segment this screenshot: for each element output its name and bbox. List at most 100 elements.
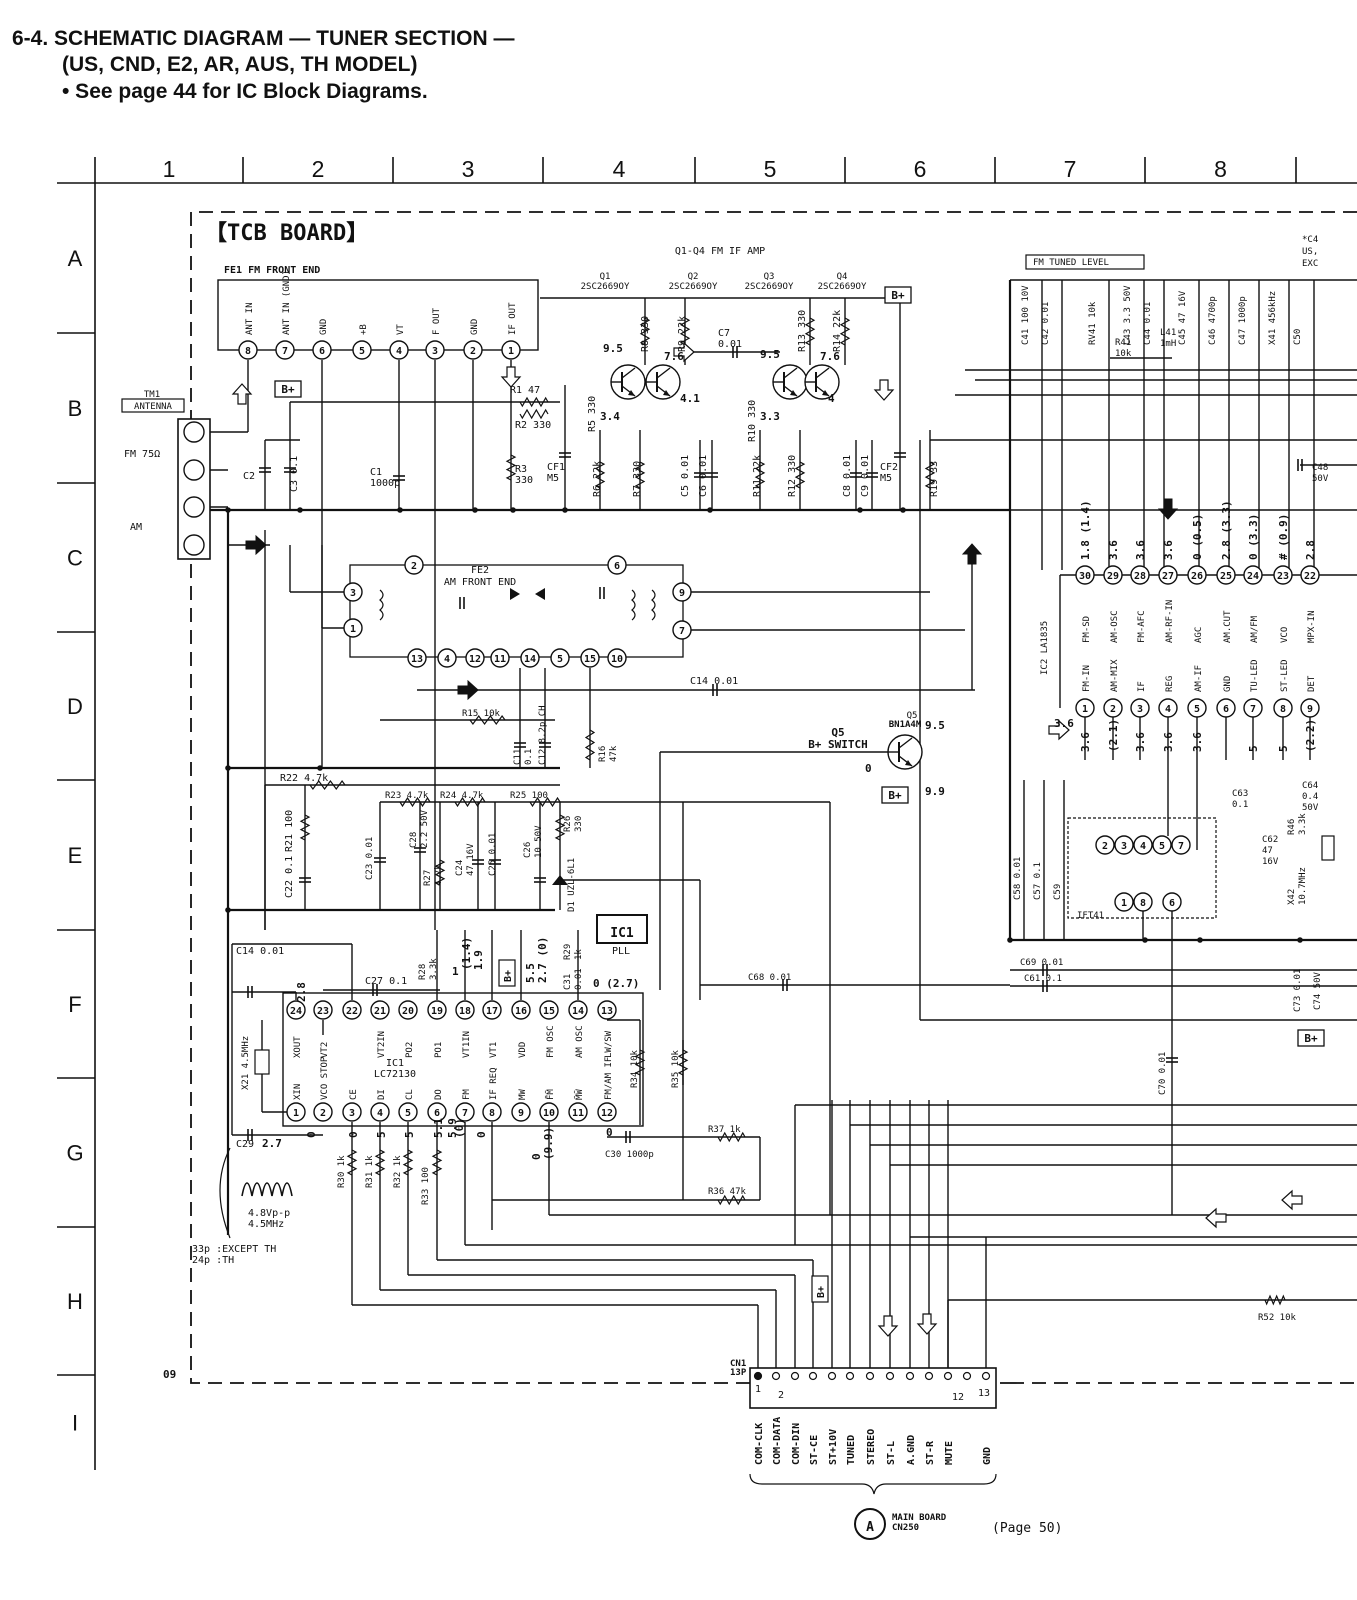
comp-label: C3 0.1 <box>289 456 300 492</box>
signal-arrow-icon <box>1281 1189 1303 1211</box>
ic2-pin: 8 <box>1273 698 1293 718</box>
grid-row-label: E <box>68 843 83 868</box>
resistor-symbol <box>519 396 549 408</box>
voltage-label: 7.6 <box>664 350 684 363</box>
comp-label: C73 0.01 <box>1293 969 1303 1012</box>
voltage-label: 3.6 <box>1162 732 1175 752</box>
resistor-symbol <box>717 1194 746 1206</box>
ic2-pin-name: AM/FM <box>1250 615 1260 643</box>
pin-circle <box>313 1102 333 1122</box>
varactor-diode-icon <box>510 588 520 600</box>
fe2-pin: 13 <box>407 648 427 668</box>
resistor-symbol <box>374 1149 386 1176</box>
pin-number: 12 <box>601 1108 613 1119</box>
resistor-symbol <box>639 317 651 346</box>
ic2-pin: 7 <box>1243 698 1263 718</box>
comp-label: C47 1000p <box>1238 296 1248 345</box>
cn1-pin-name: COM-DATA <box>772 1417 783 1465</box>
pin-circle <box>511 1000 531 1020</box>
pin-number: 11 <box>572 1108 584 1119</box>
comp-label: R31 1k <box>365 1155 375 1188</box>
transistor-lead <box>656 367 671 379</box>
coil-symbol <box>379 589 384 621</box>
ic1-pin-name: DI <box>377 1089 387 1100</box>
pin-number: 3 <box>350 588 356 599</box>
fe1-pin-name: F OUT <box>432 307 442 335</box>
voltage-label: 5 <box>403 1131 416 1138</box>
voltage-label: 0 <box>305 1131 318 1138</box>
voltage-label: 9.5 <box>760 348 780 361</box>
grid-row-label: A <box>68 246 83 271</box>
voltage-label: 1 <box>452 965 459 978</box>
bplus-label: B+ <box>281 383 295 396</box>
grid-row-label: B <box>68 396 83 421</box>
comp-label: R1 47 <box>510 385 540 396</box>
pin-circle <box>482 1000 502 1020</box>
ic1-pin-name: VT2 <box>320 1042 330 1058</box>
resistor-symbol <box>434 859 446 886</box>
fe1-pin-name: VT <box>396 324 406 335</box>
comp-label: C44 0.01 <box>1143 302 1153 345</box>
junction-dot <box>225 907 231 913</box>
comp-label: C69 0.01 <box>1020 958 1063 968</box>
comp-label: C22 0.1 <box>284 856 295 898</box>
comp-label: C5 0.01 <box>680 455 691 497</box>
voltage-label: 1.8 (1.4) <box>1079 500 1092 560</box>
pin-number: 5 <box>405 1108 411 1119</box>
comp-label: C6 0.01 <box>698 455 709 497</box>
ic2-pin-name: VCO <box>1280 627 1290 643</box>
pin-circle <box>238 340 258 360</box>
pin-circle <box>1130 565 1150 585</box>
antenna-label: ANTENNA <box>134 402 173 412</box>
comp-label: R37 1k <box>708 1125 741 1135</box>
cn1-pin-name: GND <box>982 1447 993 1465</box>
board-title: 【TCB BOARD】 <box>205 221 368 246</box>
ic1-pin: 12 <box>597 1102 617 1122</box>
comp-label: C59 <box>1053 884 1063 900</box>
resistor-symbol <box>717 1131 746 1143</box>
comp-label: R8 330 <box>640 316 651 352</box>
ic1-pin-name: LW/SW <box>604 1030 614 1058</box>
ic2-pin: 2 <box>1103 698 1123 718</box>
ic1-pin-name: PO1 <box>434 1042 444 1058</box>
pin-number: 12 <box>469 654 481 665</box>
coil-symbol <box>651 589 656 621</box>
pin-circle <box>511 1102 531 1122</box>
q5-transistor <box>887 734 923 770</box>
model-line: (US, CND, E2, AR, AUS, TH MODEL) <box>62 53 418 76</box>
junction-dot <box>900 507 906 513</box>
fe1-block <box>217 279 539 351</box>
pin-circle <box>490 648 510 668</box>
pin-number: 4 <box>396 346 402 357</box>
fe1-pin: 5 <box>352 340 372 360</box>
pin-number: 7 <box>1178 841 1184 852</box>
ic1-pin-name: FM OSC <box>546 1025 556 1058</box>
junction-dot <box>1007 937 1013 943</box>
coil-symbol <box>631 589 636 621</box>
pin-number: 7 <box>282 346 288 357</box>
comp-label: C282.2 50V <box>409 809 430 848</box>
pin-number: 4 <box>1165 704 1171 715</box>
comp-label: C23 0.01 <box>365 837 375 880</box>
ic1-pin: 9 <box>511 1102 531 1122</box>
transistor-lead <box>815 367 830 379</box>
signal-arrow-icon <box>1205 1207 1227 1229</box>
voltage-label: 9.5 <box>603 342 623 355</box>
voltage-label: 3.6 <box>1134 540 1147 560</box>
ic2-pin-name: DET <box>1307 675 1317 692</box>
fe2-pin: 3 <box>343 582 363 602</box>
bplus-label: B+ <box>1304 1032 1318 1045</box>
voltage-label: (2.1) <box>1107 719 1120 752</box>
pin-circle <box>672 620 692 640</box>
comp-label: R463.3k <box>1287 813 1308 835</box>
pin-circle <box>1114 835 1134 855</box>
q5-ref: Q5 <box>907 711 918 721</box>
antenna-am-label: AM <box>130 522 142 533</box>
ic1-pin-name: F̄M̄ <box>544 1089 556 1100</box>
comp-label: RV41 10k <box>1088 301 1098 345</box>
signal-arrow-icon <box>1157 498 1179 520</box>
pin-number: 4 <box>377 1108 383 1119</box>
pin-circle <box>312 340 332 360</box>
